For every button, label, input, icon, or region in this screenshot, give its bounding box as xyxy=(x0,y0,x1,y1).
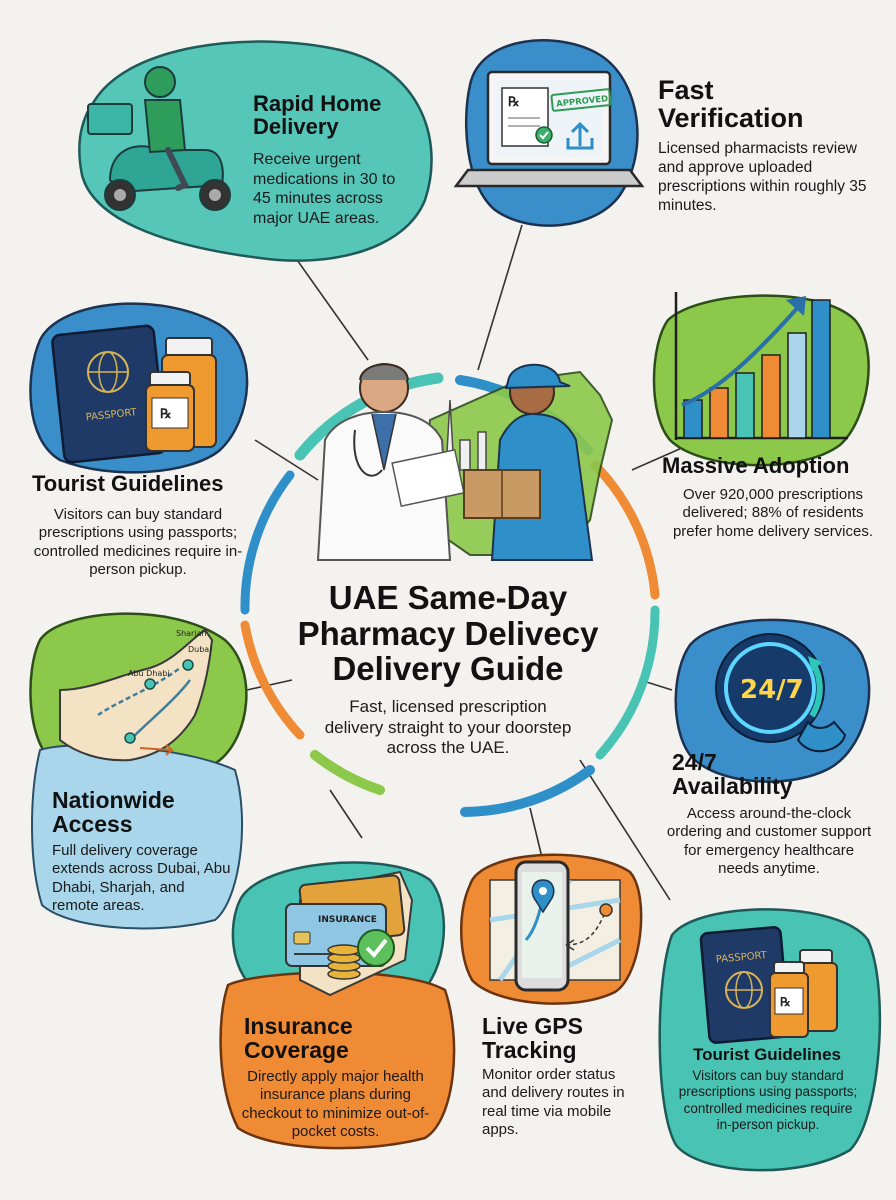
svg-text:PASSPORT: PASSPORT xyxy=(715,950,768,965)
svg-text:PASSPORT: PASSPORT xyxy=(85,407,138,423)
svg-text:Dubai: Dubai xyxy=(188,645,211,654)
svg-text:INSURANCE: INSURANCE xyxy=(318,915,377,925)
main-title: UAE Same-Day Pharmacy Delivecy Delivery … xyxy=(248,580,648,687)
fast-verification-text: Licensed pharmacists review and approve … xyxy=(658,140,867,214)
center-ring xyxy=(240,372,660,817)
main-title-line-2: Pharmacy Delivecy xyxy=(297,614,599,652)
fast-verification-title: Fast Verification xyxy=(658,75,804,134)
gps-text: Monitor order status and delivery routes… xyxy=(482,1066,625,1138)
gps-title: Live GPS Tracking xyxy=(482,1013,583,1064)
laptop-icon: ℞ APPROVED xyxy=(453,70,645,188)
svg-text:24/7: 24/7 xyxy=(740,675,804,705)
insurance-title: Insurance Coverage xyxy=(244,1013,353,1064)
tourist-right-text: Visitors can buy standard prescriptions … xyxy=(678,1068,858,1133)
svg-text:Abu Dhabi: Abu Dhabi xyxy=(128,669,170,678)
availability-text: Access around-the-clock ordering and cus… xyxy=(666,805,872,877)
rapid-delivery-blob xyxy=(78,40,433,262)
tourist-left-text: Visitors can buy standard prescriptions … xyxy=(33,506,243,578)
uae-map-icon: Sharjah Dubai Abu Dhabi xyxy=(59,628,214,762)
rapid-delivery-text: Receive urgent medications in 30 to 45 m… xyxy=(253,151,396,227)
nationwide-text: Full delivery coverage extends across Du… xyxy=(52,842,231,914)
availability-title: 24/7 Availability xyxy=(672,749,793,800)
svg-text:℞: ℞ xyxy=(780,995,791,1009)
pill-bottle-icon-left: ℞ xyxy=(145,337,217,452)
massive-adoption-text: Over 920,000 prescriptions delivered; 88… xyxy=(672,486,874,540)
tourist-right-title: Tourist Guidelines xyxy=(693,1045,841,1064)
insurance-card-icon: INSURANCE xyxy=(285,870,414,997)
svg-text:℞: ℞ xyxy=(508,95,520,110)
main-title-line-1: UAE Same-Day xyxy=(328,579,568,616)
massive-adoption-title: Massive Adoption xyxy=(662,453,850,478)
center-illustration xyxy=(316,363,614,561)
svg-text:℞: ℞ xyxy=(160,407,172,422)
rapid-delivery-title: Rapid Home Delivery xyxy=(253,91,382,140)
tourist-left-title: Tourist Guidelines xyxy=(32,471,224,496)
main-subtitle: Fast, licensed prescription delivery str… xyxy=(324,697,572,758)
growth-chart-icon xyxy=(674,292,848,440)
connector-lines xyxy=(237,224,701,901)
insurance-text: Directly apply major health insurance pl… xyxy=(241,1068,430,1140)
svg-text:Sharjah: Sharjah xyxy=(176,629,207,638)
main-title-line-3: Delivery Guide xyxy=(332,650,564,688)
clock-phone-icon: 24/7 xyxy=(715,633,847,753)
scooter-icon xyxy=(87,66,231,211)
nationwide-title: Nationwide Access xyxy=(52,787,175,838)
phone-map-icon xyxy=(489,860,622,992)
passport-icon-left: PASSPORT xyxy=(51,324,167,464)
pill-bottle-icon-right: ℞ xyxy=(769,949,838,1038)
